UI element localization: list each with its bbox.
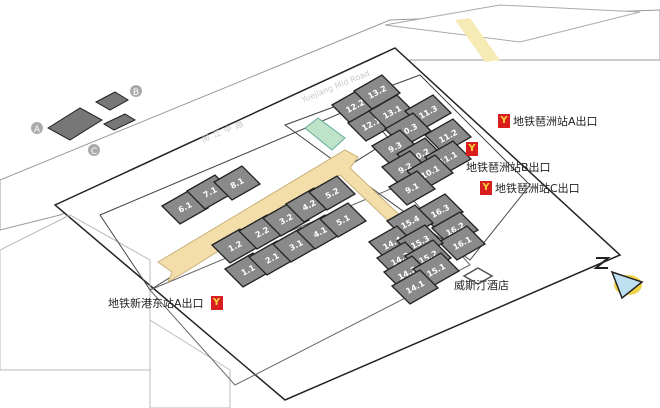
hall-shape	[307, 175, 357, 211]
hall-16-1[interactable]: 16.1	[437, 225, 487, 261]
metro-exit-c-label: 地铁琶洲站C出口	[495, 182, 580, 195]
compass-icon	[593, 257, 644, 300]
legend-marker-b: B	[133, 88, 139, 98]
halls-layer: 6.17.18.11.11.22.12.23.13.24.14.25.15.21…	[160, 74, 487, 305]
metro-exit-a-label: 地铁琶洲站A出口	[513, 115, 598, 128]
yellow-strip	[455, 18, 500, 62]
hall-shape	[423, 118, 473, 154]
metro-exit-xingang[interactable]: 地铁新港东站A出口 Y	[108, 295, 223, 311]
hall-shape	[437, 225, 487, 261]
legend-buildings	[31, 85, 142, 156]
green-building	[304, 117, 346, 151]
left-block	[0, 214, 151, 371]
hotel-name: 威斯汀酒店	[454, 279, 509, 292]
metro-icon: Y	[498, 114, 510, 128]
bottom-left-road	[149, 319, 231, 408]
hall-8-1[interactable]: 8.1	[212, 165, 262, 201]
metro-exit-b-icon-wrap: Y	[466, 142, 478, 156]
legend-marker-a: A	[34, 125, 41, 135]
metro-exit-b[interactable]: 地铁琶洲站B出口	[466, 159, 551, 175]
metro-icon: Y	[480, 181, 492, 195]
hotel-icon	[462, 267, 494, 285]
hall-shape	[387, 170, 437, 206]
hall-shape	[352, 74, 402, 110]
hall-shape	[390, 269, 440, 305]
metro-icon: Y	[466, 142, 478, 156]
metro-exit-b-label: 地铁琶洲站B出口	[466, 161, 551, 174]
legend-marker-c: C	[91, 147, 97, 157]
hall-13-1[interactable]: 13.1	[367, 94, 417, 130]
metro-exit-c[interactable]: Y 地铁琶洲站C出口	[480, 180, 580, 196]
hall-shape	[212, 165, 262, 201]
hall-5-1[interactable]: 5.1	[318, 202, 368, 238]
hotel-label[interactable]: 威斯汀酒店	[454, 277, 509, 293]
hall-13-2[interactable]: 13.2	[352, 74, 402, 110]
metro-exit-a[interactable]: Y 地铁琶洲站A出口	[498, 113, 598, 129]
hall-9-1[interactable]: 9.1	[387, 170, 437, 206]
hall-9-3[interactable]: 9.3	[370, 129, 420, 165]
hall-5-2[interactable]: 5.2	[307, 175, 357, 211]
metro-icon: Y	[210, 296, 223, 310]
metro-exit-xingang-label: 地铁新港东站A出口	[108, 297, 204, 310]
hall-11-2[interactable]: 11.2	[423, 118, 473, 154]
hall-14-1[interactable]: 14.1	[390, 269, 440, 305]
hall-shape	[318, 202, 368, 238]
